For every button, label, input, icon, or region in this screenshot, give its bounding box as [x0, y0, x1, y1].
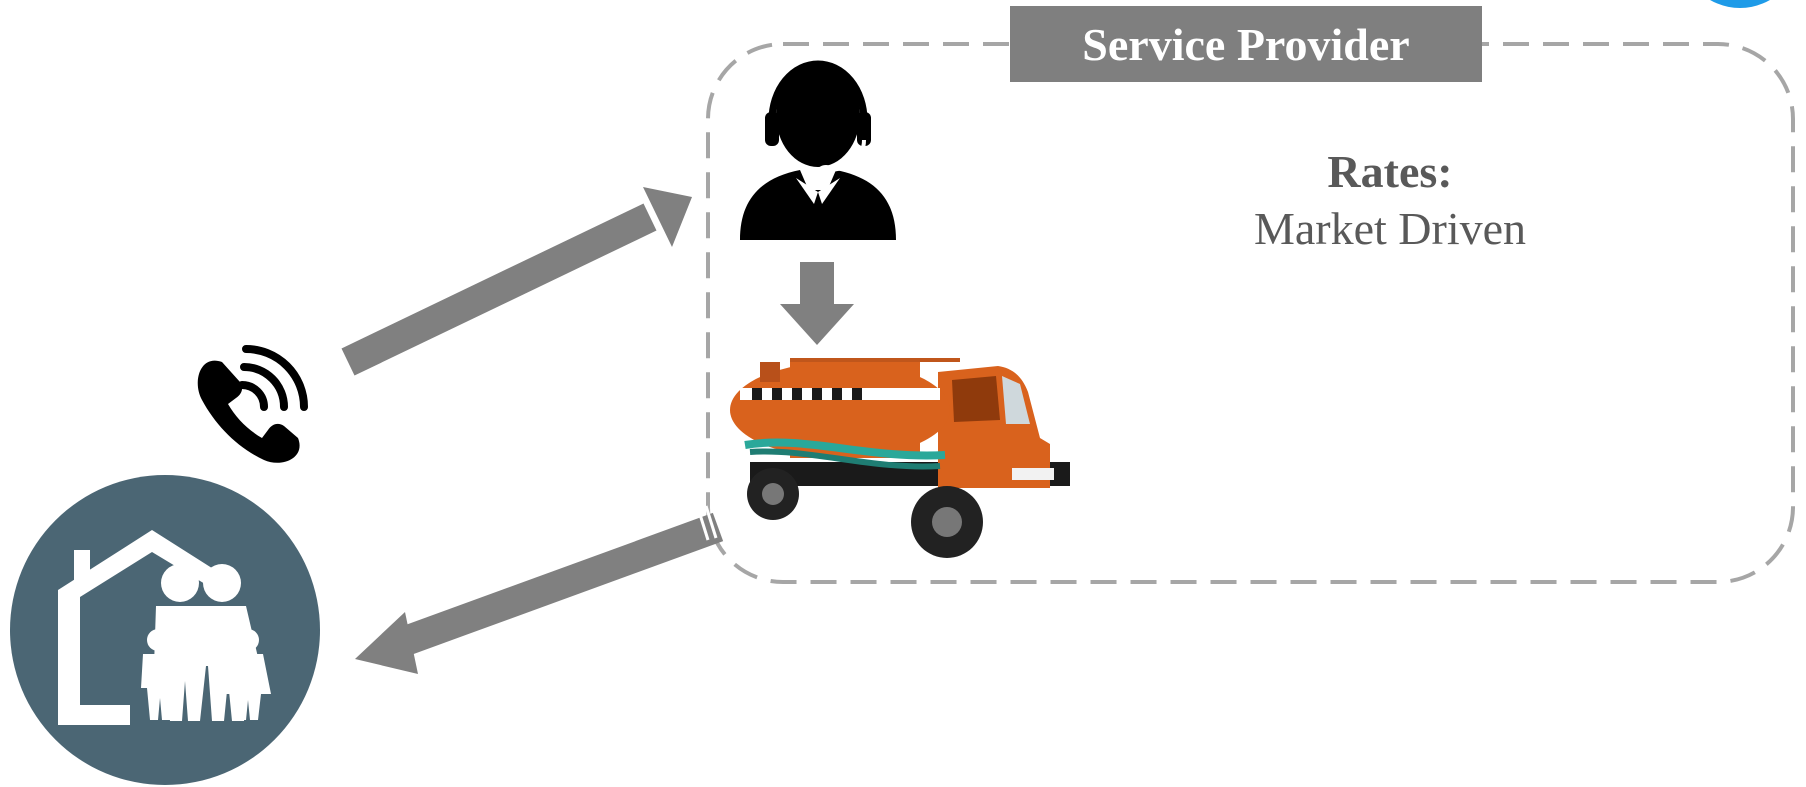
- vacuum-tanker-truck-icon: [730, 358, 1070, 558]
- service-arrow: [355, 505, 724, 674]
- rates-value: Market Driven: [1253, 203, 1527, 254]
- corner-decoration: [1680, 0, 1800, 8]
- service-provider-boundary: [706, 42, 1795, 584]
- rates-label: Rates:: [1327, 146, 1453, 197]
- call-center-operator-icon: [740, 60, 896, 240]
- dispatch-arrow: [780, 262, 854, 345]
- phone-call-icon: [197, 345, 308, 463]
- service-provider-title: Service Provider: [1010, 6, 1482, 82]
- household-family-icon: [10, 475, 320, 785]
- request-arrow: [341, 187, 692, 376]
- rates-block: Rates: Market Driven: [1190, 144, 1590, 258]
